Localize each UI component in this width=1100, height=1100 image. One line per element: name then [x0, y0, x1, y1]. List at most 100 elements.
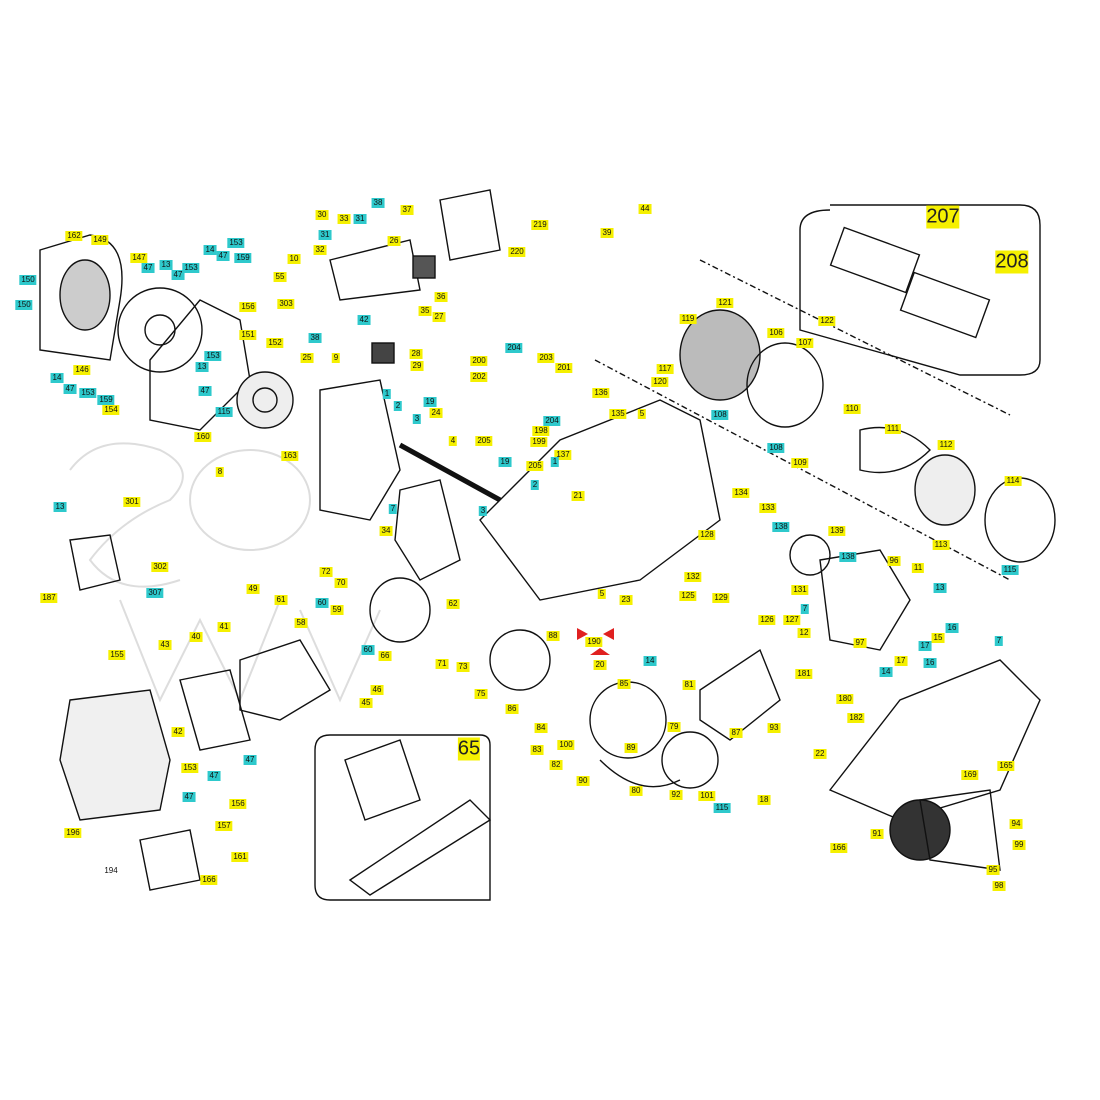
- part-label[interactable]: 112: [937, 440, 955, 450]
- part-label[interactable]: 35: [418, 306, 432, 316]
- part-label[interactable]: 3: [478, 506, 488, 516]
- part-label[interactable]: 79: [667, 722, 681, 732]
- part-label[interactable]: 109: [791, 458, 809, 468]
- part-label[interactable]: 90: [576, 776, 590, 786]
- part-label[interactable]: 219: [531, 220, 549, 230]
- part-label[interactable]: 301: [123, 497, 141, 507]
- part-label[interactable]: 72: [319, 567, 333, 577]
- part-label[interactable]: 39: [600, 228, 614, 238]
- part-label[interactable]: 17: [918, 641, 932, 651]
- part-label[interactable]: 122: [818, 316, 836, 326]
- part-label[interactable]: 196: [64, 828, 82, 838]
- part-label[interactable]: 111: [884, 424, 902, 434]
- part-label[interactable]: 153: [204, 351, 222, 361]
- part-label[interactable]: 38: [371, 198, 385, 208]
- part-label[interactable]: 166: [830, 843, 848, 853]
- part-label[interactable]: 47: [141, 263, 155, 273]
- part-label[interactable]: 9: [331, 353, 341, 363]
- part-label[interactable]: 89: [624, 743, 638, 753]
- part-label[interactable]: 135: [609, 409, 627, 419]
- part-label[interactable]: 137: [554, 450, 572, 460]
- part-label[interactable]: 128: [698, 530, 716, 540]
- part-label[interactable]: 198: [532, 426, 550, 436]
- part-label[interactable]: 5: [597, 589, 607, 599]
- part-label[interactable]: 134: [732, 488, 750, 498]
- part-label[interactable]: 154: [102, 405, 120, 415]
- part-label[interactable]: 133: [759, 503, 777, 513]
- part-label[interactable]: 20: [593, 660, 607, 670]
- part-label[interactable]: 42: [171, 727, 185, 737]
- part-label[interactable]: 14: [879, 667, 893, 677]
- part-label[interactable]: 180: [836, 694, 854, 704]
- part-label[interactable]: 83: [530, 745, 544, 755]
- part-label[interactable]: 14: [203, 245, 217, 255]
- part-label[interactable]: 84: [534, 723, 548, 733]
- part-label[interactable]: 151: [239, 330, 257, 340]
- part-label[interactable]: 2: [393, 401, 403, 411]
- part-label[interactable]: 61: [274, 595, 288, 605]
- part-label[interactable]: 32: [313, 245, 327, 255]
- part-label[interactable]: 139: [828, 526, 846, 536]
- part-label[interactable]: 14: [643, 656, 657, 666]
- part-label[interactable]: 152: [266, 338, 284, 348]
- part-label[interactable]: 121: [716, 298, 734, 308]
- part-label[interactable]: 201: [555, 363, 573, 373]
- part-label[interactable]: 13: [159, 260, 173, 270]
- part-label[interactable]: 169: [961, 770, 979, 780]
- part-label[interactable]: 47: [171, 270, 185, 280]
- part-label[interactable]: 153: [227, 238, 245, 248]
- part-label[interactable]: 153: [182, 263, 200, 273]
- part-label[interactable]: 115: [1001, 565, 1019, 575]
- part-label[interactable]: 73: [456, 662, 470, 672]
- part-label[interactable]: 46: [370, 685, 384, 695]
- part-label[interactable]: 202: [470, 372, 488, 382]
- part-label[interactable]: 108: [711, 410, 729, 420]
- part-label[interactable]: 200: [470, 356, 488, 366]
- part-label[interactable]: 220: [508, 247, 526, 257]
- part-label[interactable]: 119: [679, 314, 697, 324]
- part-label[interactable]: 88: [546, 631, 560, 641]
- part-label[interactable]: 150: [19, 275, 37, 285]
- part-label[interactable]: 91: [870, 829, 884, 839]
- part-label[interactable]: 85: [617, 679, 631, 689]
- part-label[interactable]: 16: [945, 623, 959, 633]
- part-label[interactable]: 36: [434, 292, 448, 302]
- part-label[interactable]: 205: [526, 461, 544, 471]
- part-label[interactable]: 41: [217, 622, 231, 632]
- part-label[interactable]: 55: [273, 272, 287, 282]
- part-label[interactable]: 203: [537, 353, 555, 363]
- part-label[interactable]: 13: [195, 362, 209, 372]
- part-label[interactable]: 14: [50, 373, 64, 383]
- part-label[interactable]: 117: [656, 364, 674, 374]
- kit-label-207[interactable]: 207: [926, 205, 960, 229]
- part-label[interactable]: 205: [475, 436, 493, 446]
- part-label[interactable]: 181: [795, 669, 813, 679]
- part-label[interactable]: 42: [357, 315, 371, 325]
- part-label[interactable]: 11: [911, 563, 925, 573]
- part-label[interactable]: 17: [894, 656, 908, 666]
- part-label[interactable]: 16: [923, 658, 937, 668]
- part-label[interactable]: 194: [104, 866, 118, 875]
- part-label[interactable]: 28: [409, 349, 423, 359]
- part-label[interactable]: 30: [315, 210, 329, 220]
- part-label[interactable]: 156: [239, 302, 257, 312]
- part-label[interactable]: 8: [215, 467, 225, 477]
- part-label[interactable]: 115: [713, 803, 731, 813]
- part-label[interactable]: 199: [530, 437, 548, 447]
- part-label[interactable]: 127: [783, 615, 801, 625]
- part-label[interactable]: 15: [931, 633, 945, 643]
- part-label[interactable]: 110: [843, 404, 861, 414]
- part-label[interactable]: 153: [79, 388, 97, 398]
- part-label[interactable]: 98: [992, 881, 1006, 891]
- part-label[interactable]: 106: [767, 328, 785, 338]
- part-label[interactable]: 115: [215, 407, 233, 417]
- part-label[interactable]: 155: [108, 650, 126, 660]
- part-label[interactable]: 21: [571, 491, 585, 501]
- part-label[interactable]: 13: [933, 583, 947, 593]
- part-label[interactable]: 147: [130, 253, 148, 263]
- part-label[interactable]: 22: [813, 749, 827, 759]
- part-label[interactable]: 307: [146, 588, 164, 598]
- part-label[interactable]: 166: [200, 875, 218, 885]
- part-label[interactable]: 125: [679, 591, 697, 601]
- part-label[interactable]: 19: [423, 397, 437, 407]
